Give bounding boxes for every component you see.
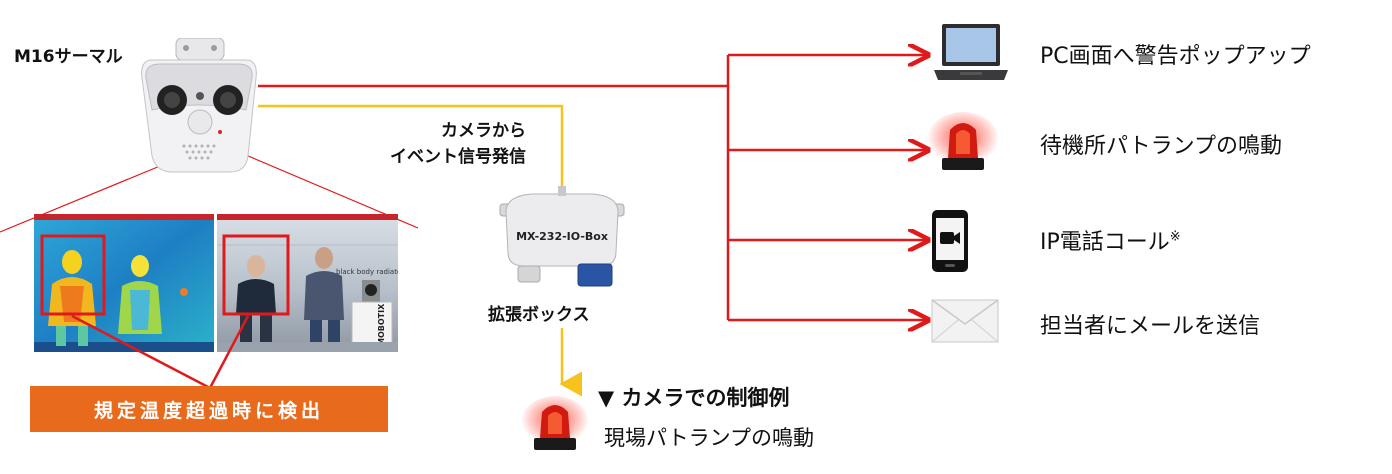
laptop-icon xyxy=(934,24,1008,80)
detection-callout-lines xyxy=(71,314,250,390)
camera-label: M16サーマル xyxy=(14,47,123,67)
camera-view-image: black body radiator MOBOTIX xyxy=(34,214,398,352)
rotating-beacon-icon-local xyxy=(521,396,589,450)
radiator-sign-text: black body radiator xyxy=(336,268,398,276)
output-label-email: 担当者にメールを送信 xyxy=(1040,314,1261,339)
fov-line-left xyxy=(0,165,161,233)
io-box-model-text: MX-232-IO-Box xyxy=(516,230,608,243)
io-box-caption: 拡張ボックス xyxy=(488,305,590,325)
camera-example-title: ▼ カメラでの制御例 xyxy=(598,386,790,410)
smartphone-icon xyxy=(932,210,968,272)
brand-text: MOBOTIX xyxy=(377,303,386,346)
event-signal-label: カメラから イベント信号発信 xyxy=(330,118,526,170)
camera-example-action: 現場パトランプの鳴動 xyxy=(604,426,814,450)
envelope-icon xyxy=(931,299,999,343)
rotating-beacon-icon xyxy=(927,112,999,170)
event-signal-line1: カメラから xyxy=(441,121,526,141)
output-label-ip-phone: IP電話コール※ xyxy=(1040,224,1181,256)
detection-banner: 規定温度超過時に検出 xyxy=(30,386,388,432)
output-label-ip-phone-text: IP電話コール xyxy=(1040,230,1170,255)
output-label-waiting-beacon: 待機所パトランプの鳴動 xyxy=(1040,134,1283,159)
yellow-signal-line xyxy=(258,104,564,190)
event-signal-line2: イベント信号発信 xyxy=(390,147,526,167)
footnote-mark: ※ xyxy=(1169,229,1181,245)
thermal-camera-icon xyxy=(141,38,257,173)
output-label-pc-popup: PC画面へ警告ポップアップ xyxy=(1040,44,1311,69)
io-box-icon: MX-232-IO-Box xyxy=(499,186,625,287)
